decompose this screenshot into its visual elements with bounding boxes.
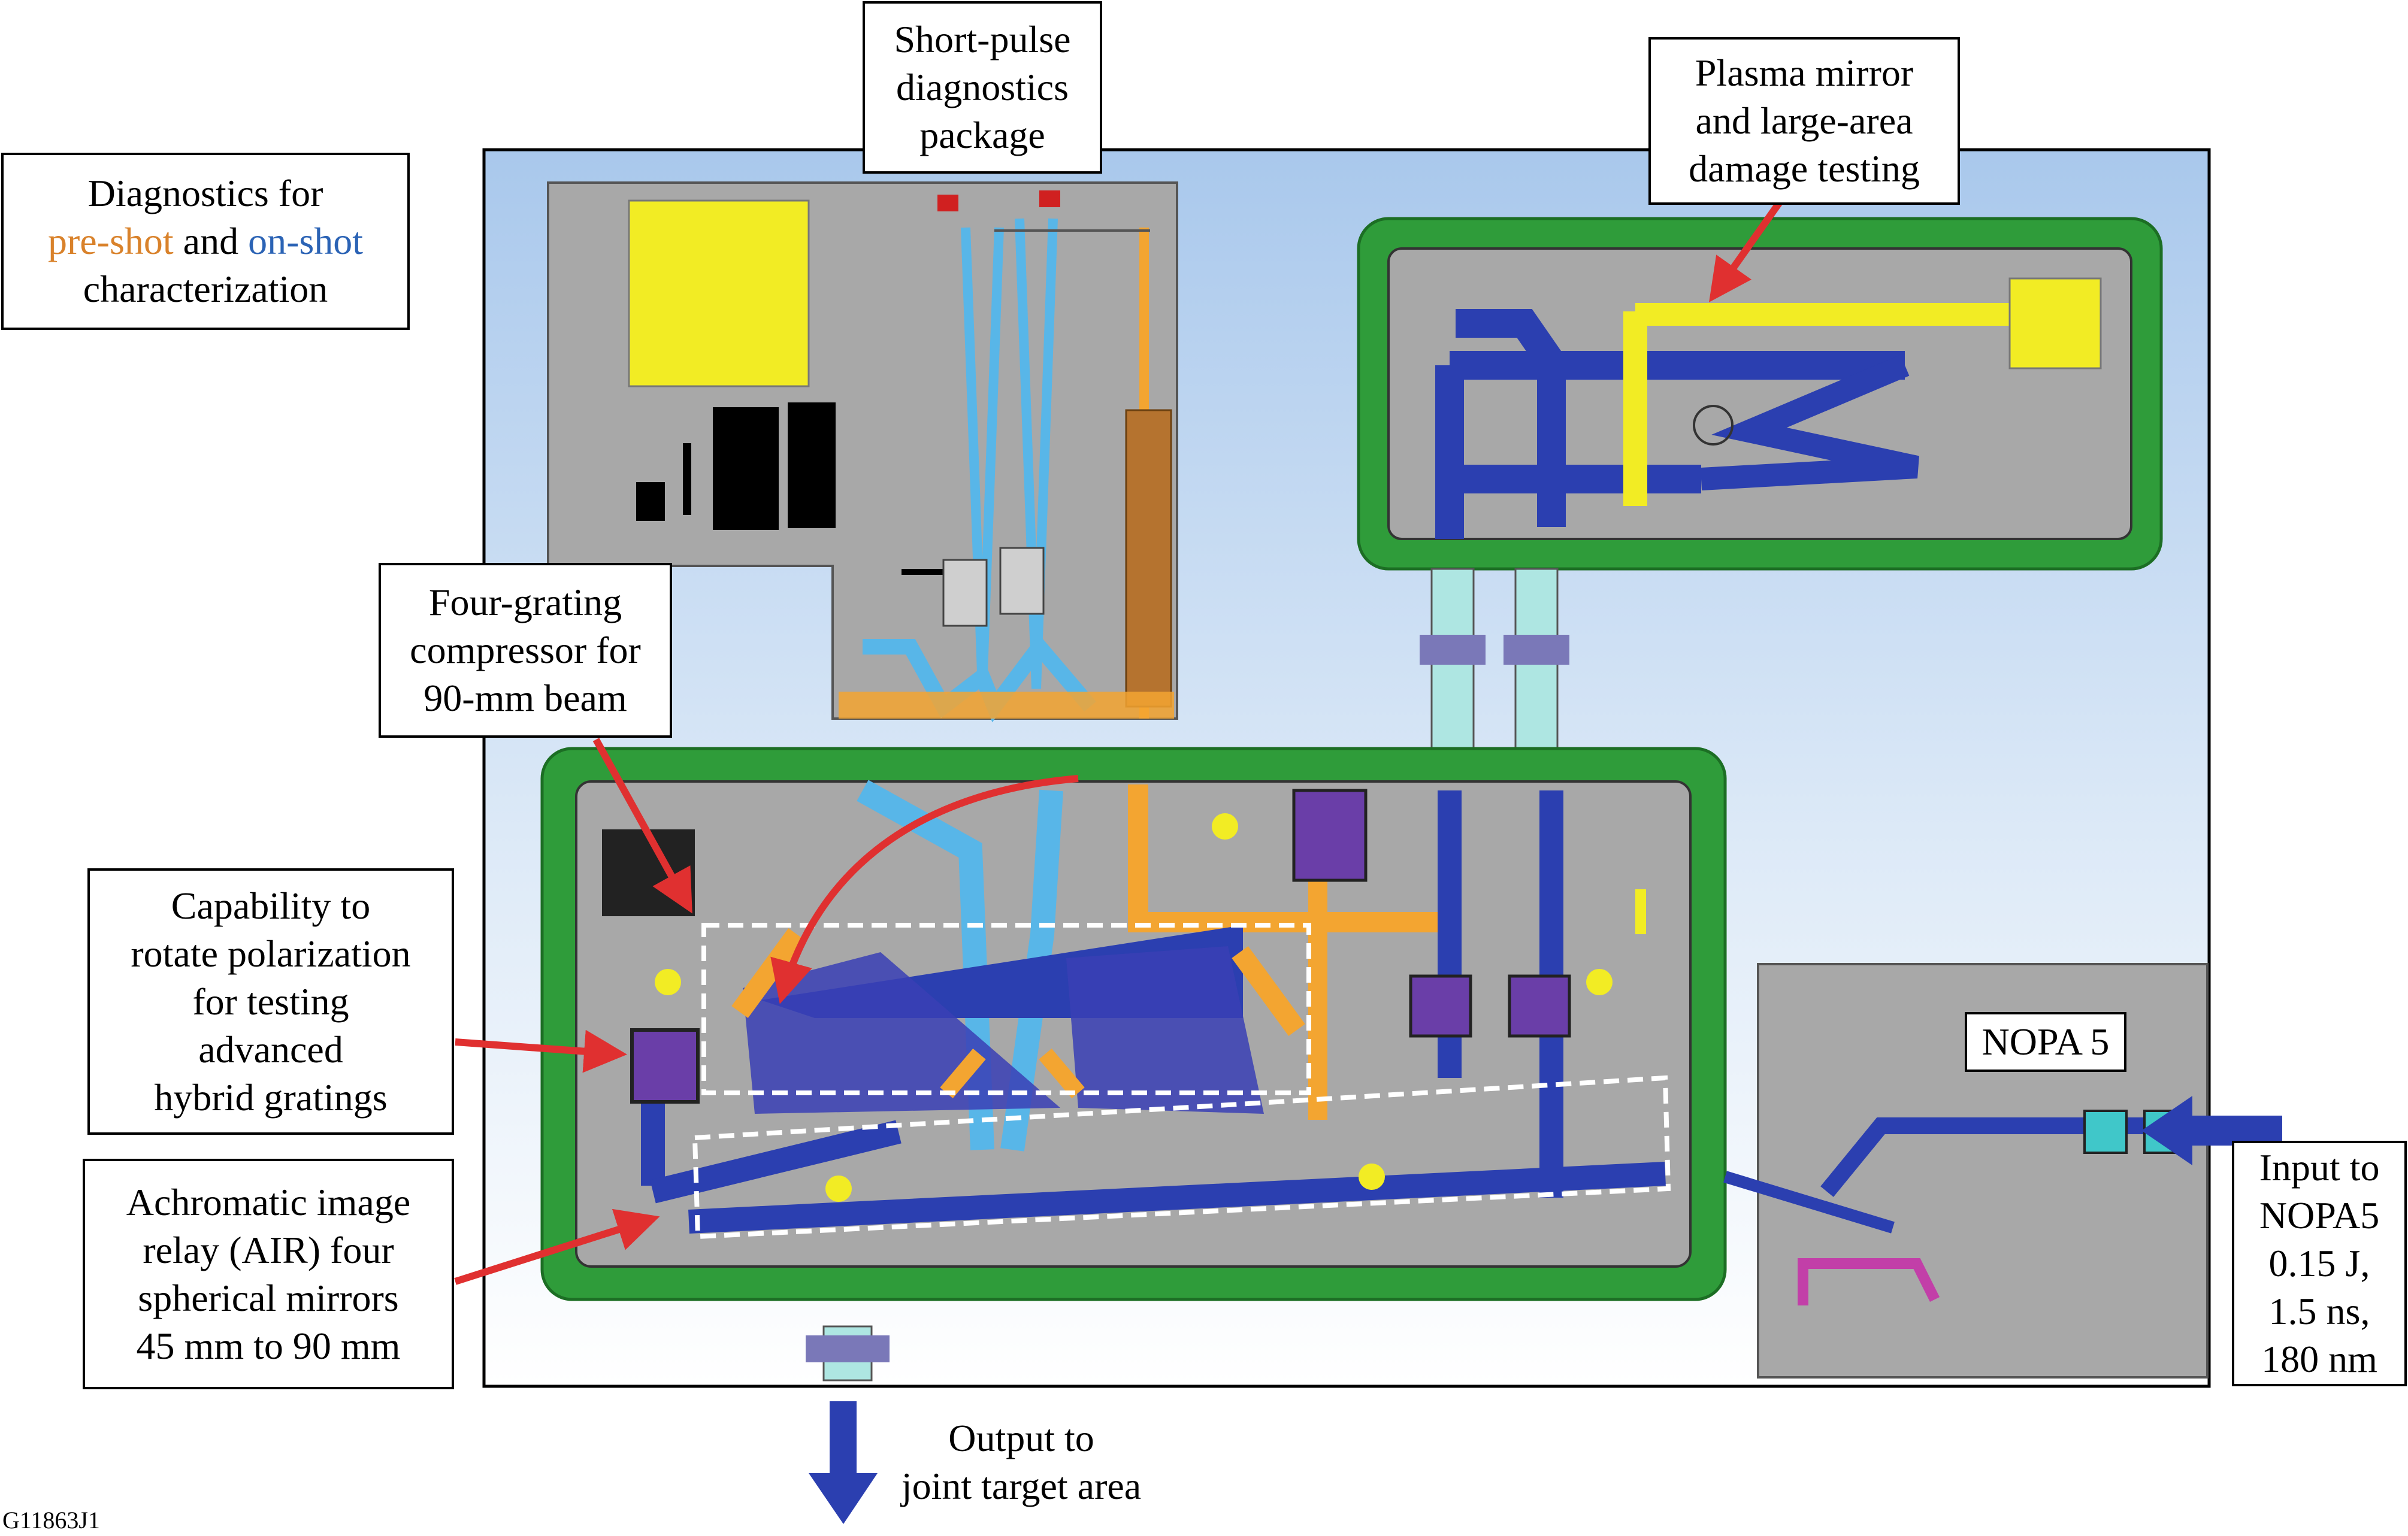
on-shot-text: on-shot (248, 220, 364, 262)
output-arrow (809, 1401, 878, 1524)
black-bar (683, 443, 691, 515)
black-block (713, 407, 779, 530)
short-pulse-diagnostics-table (547, 181, 1178, 723)
input-arrow (2141, 1096, 2282, 1165)
main-optical-table (540, 747, 1727, 1301)
cylinder-optic (942, 559, 988, 627)
pre-shot-text: pre-shot (47, 220, 174, 262)
diagnostics-label: Diagnostics for pre-shot and on-shot cha… (1, 153, 410, 330)
black-panel (602, 829, 695, 916)
beam-tubes (806, 568, 1569, 1382)
black-block (636, 482, 665, 521)
short-pulse-label: Short-pulse diagnostics package (863, 1, 1102, 174)
compressor-region (701, 923, 1311, 1095)
output-label: Output to joint target area (901, 1417, 1142, 1507)
plasma-mirror-circle (1693, 405, 1734, 446)
yellow-detector (628, 199, 810, 387)
figure-id: G11863J1 (2, 1507, 100, 1534)
polarization-label: Capability to rotate polarization for te… (87, 868, 454, 1135)
air-region (692, 1075, 1671, 1240)
air-label: Achromatic image relay (AIR) four spheri… (83, 1159, 454, 1389)
pointer-arrows (454, 192, 1788, 1285)
input-label: Input to NOPA5 0.15 J, 1.5 ns, 180 nm (2232, 1141, 2407, 1386)
cylinder-optic (999, 547, 1045, 615)
black-bar (902, 569, 967, 575)
plasma-mirror-label: Plasma mirror and large-area damage test… (1648, 37, 1960, 205)
yellow-target (2008, 277, 2102, 369)
compressor-label: Four-grating compressor for 90-mm beam (379, 563, 672, 738)
orange-cylinder (1125, 409, 1172, 708)
plasma-mirror-enclosure (1357, 217, 2163, 571)
polarization-rotator (630, 1028, 700, 1104)
black-block (788, 402, 836, 528)
nopa-label: NOPA 5 (1965, 1012, 2126, 1072)
